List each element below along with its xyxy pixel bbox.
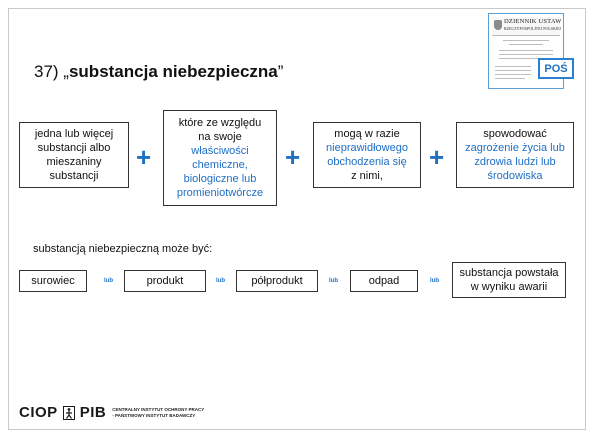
connector-lub: lub bbox=[430, 278, 439, 284]
box2-line-highlight: chemiczne, bbox=[192, 159, 248, 171]
logo-pib-text: PIB bbox=[79, 404, 107, 421]
box4-line-highlight: zdrowia ludzi lub bbox=[474, 156, 556, 168]
form-item-surowiec: surowiec bbox=[19, 270, 87, 292]
form-item-awaria-line2: w wyniku awarii bbox=[470, 281, 548, 293]
box2-line: na swoje bbox=[198, 131, 242, 143]
title-term: substancja niebezpieczna bbox=[68, 62, 278, 81]
plus-sign: + bbox=[136, 142, 152, 172]
definition-box-handling: mogą w razie nieprawidłowego obchodzenia… bbox=[313, 122, 421, 188]
box1-line: substancji bbox=[49, 170, 99, 182]
form-item-odpad: odpad bbox=[350, 270, 418, 292]
title-close: ” bbox=[277, 62, 284, 81]
form-item-awaria-line1: substancja powstała bbox=[459, 267, 559, 279]
gazette-text-line bbox=[509, 44, 543, 45]
gazette-text-line bbox=[495, 66, 531, 67]
definition-box-properties: które ze względu na swoje właściwości ch… bbox=[163, 110, 277, 206]
gazette-subheading: RZECZYPOSPOLITEJ POLSKIEJ bbox=[504, 26, 562, 31]
box4-line-highlight: środowiska bbox=[487, 170, 543, 182]
box2-line-highlight: promieniotwórcze bbox=[176, 187, 264, 199]
definition-box-hazard: spowodować zagrożenie życia lub zdrowia … bbox=[456, 122, 574, 188]
box3-line-highlight: obchodzenia się bbox=[327, 156, 407, 168]
box4-line-highlight: zagrożenie życia lub bbox=[465, 142, 565, 154]
form-item-awaria: substancja powstała w wyniku awarii bbox=[452, 262, 566, 298]
pos-badge: POŚ bbox=[538, 58, 574, 79]
box2-line: które ze względu bbox=[178, 117, 262, 129]
box1-line: jedna lub więcej bbox=[34, 128, 114, 140]
box3-line: mogą w razie bbox=[334, 128, 400, 140]
gazette-text-line bbox=[495, 78, 525, 79]
gazette-heading: DZIENNIK USTAW bbox=[504, 18, 562, 25]
dziennik-ustaw-thumbnail: DZIENNIK USTAW RZECZYPOSPOLITEJ POLSKIEJ bbox=[488, 13, 564, 89]
definition-box-substance: jedna lub więcej substancji albo mieszan… bbox=[19, 122, 129, 188]
form-item-polprodukt: półprodukt bbox=[236, 270, 318, 292]
gazette-text-line bbox=[495, 74, 531, 75]
box1-line: mieszaniny bbox=[46, 156, 102, 168]
box2-line-highlight: właściwości bbox=[191, 145, 249, 157]
logo-tagline: CENTRALNY INSTYTUT OCHRONY PRACY - PAŃST… bbox=[112, 407, 204, 419]
box3-line: z nimi, bbox=[351, 170, 383, 182]
forms-label: substancją niebezpieczną może być: bbox=[33, 243, 213, 255]
form-item-produkt: produkt bbox=[124, 270, 206, 292]
gazette-text-line bbox=[499, 50, 553, 51]
connector-lub: lub bbox=[216, 278, 225, 284]
box2-line-highlight: biologiczne lub bbox=[183, 173, 257, 185]
ciop-pib-logo: CIOP PIB CENTRALNY INSTYTUT OCHRONY PRAC… bbox=[19, 404, 204, 421]
title-number: 37) „ bbox=[34, 62, 69, 81]
page-title: 37) „substancja niebezpieczna” bbox=[34, 62, 283, 82]
gazette-header: DZIENNIK USTAW RZECZYPOSPOLITEJ POLSKIEJ bbox=[492, 17, 562, 36]
eagle-emblem-icon bbox=[494, 20, 502, 30]
connector-lub: lub bbox=[104, 278, 113, 284]
gazette-text-line bbox=[503, 40, 549, 41]
plus-sign: + bbox=[285, 142, 301, 172]
gazette-text-line bbox=[495, 70, 531, 71]
connector-lub: lub bbox=[329, 278, 338, 284]
logo-tagline-line2: - PAŃSTWOWY INSTYTUT BADAWCZY bbox=[112, 412, 196, 418]
gazette-text-line bbox=[499, 54, 553, 55]
box1-line: substancji albo bbox=[37, 142, 111, 154]
logo-figure-icon bbox=[62, 405, 75, 420]
plus-sign: + bbox=[429, 142, 445, 172]
logo-ciop-text: CIOP bbox=[19, 404, 58, 421]
box4-line: spowodować bbox=[483, 128, 547, 140]
logo-tagline-line1: CENTRALNY INSTYTUT OCHRONY PRACY bbox=[112, 406, 205, 412]
box3-line-highlight: nieprawidłowego bbox=[326, 142, 408, 154]
gazette-text-line bbox=[499, 58, 539, 59]
